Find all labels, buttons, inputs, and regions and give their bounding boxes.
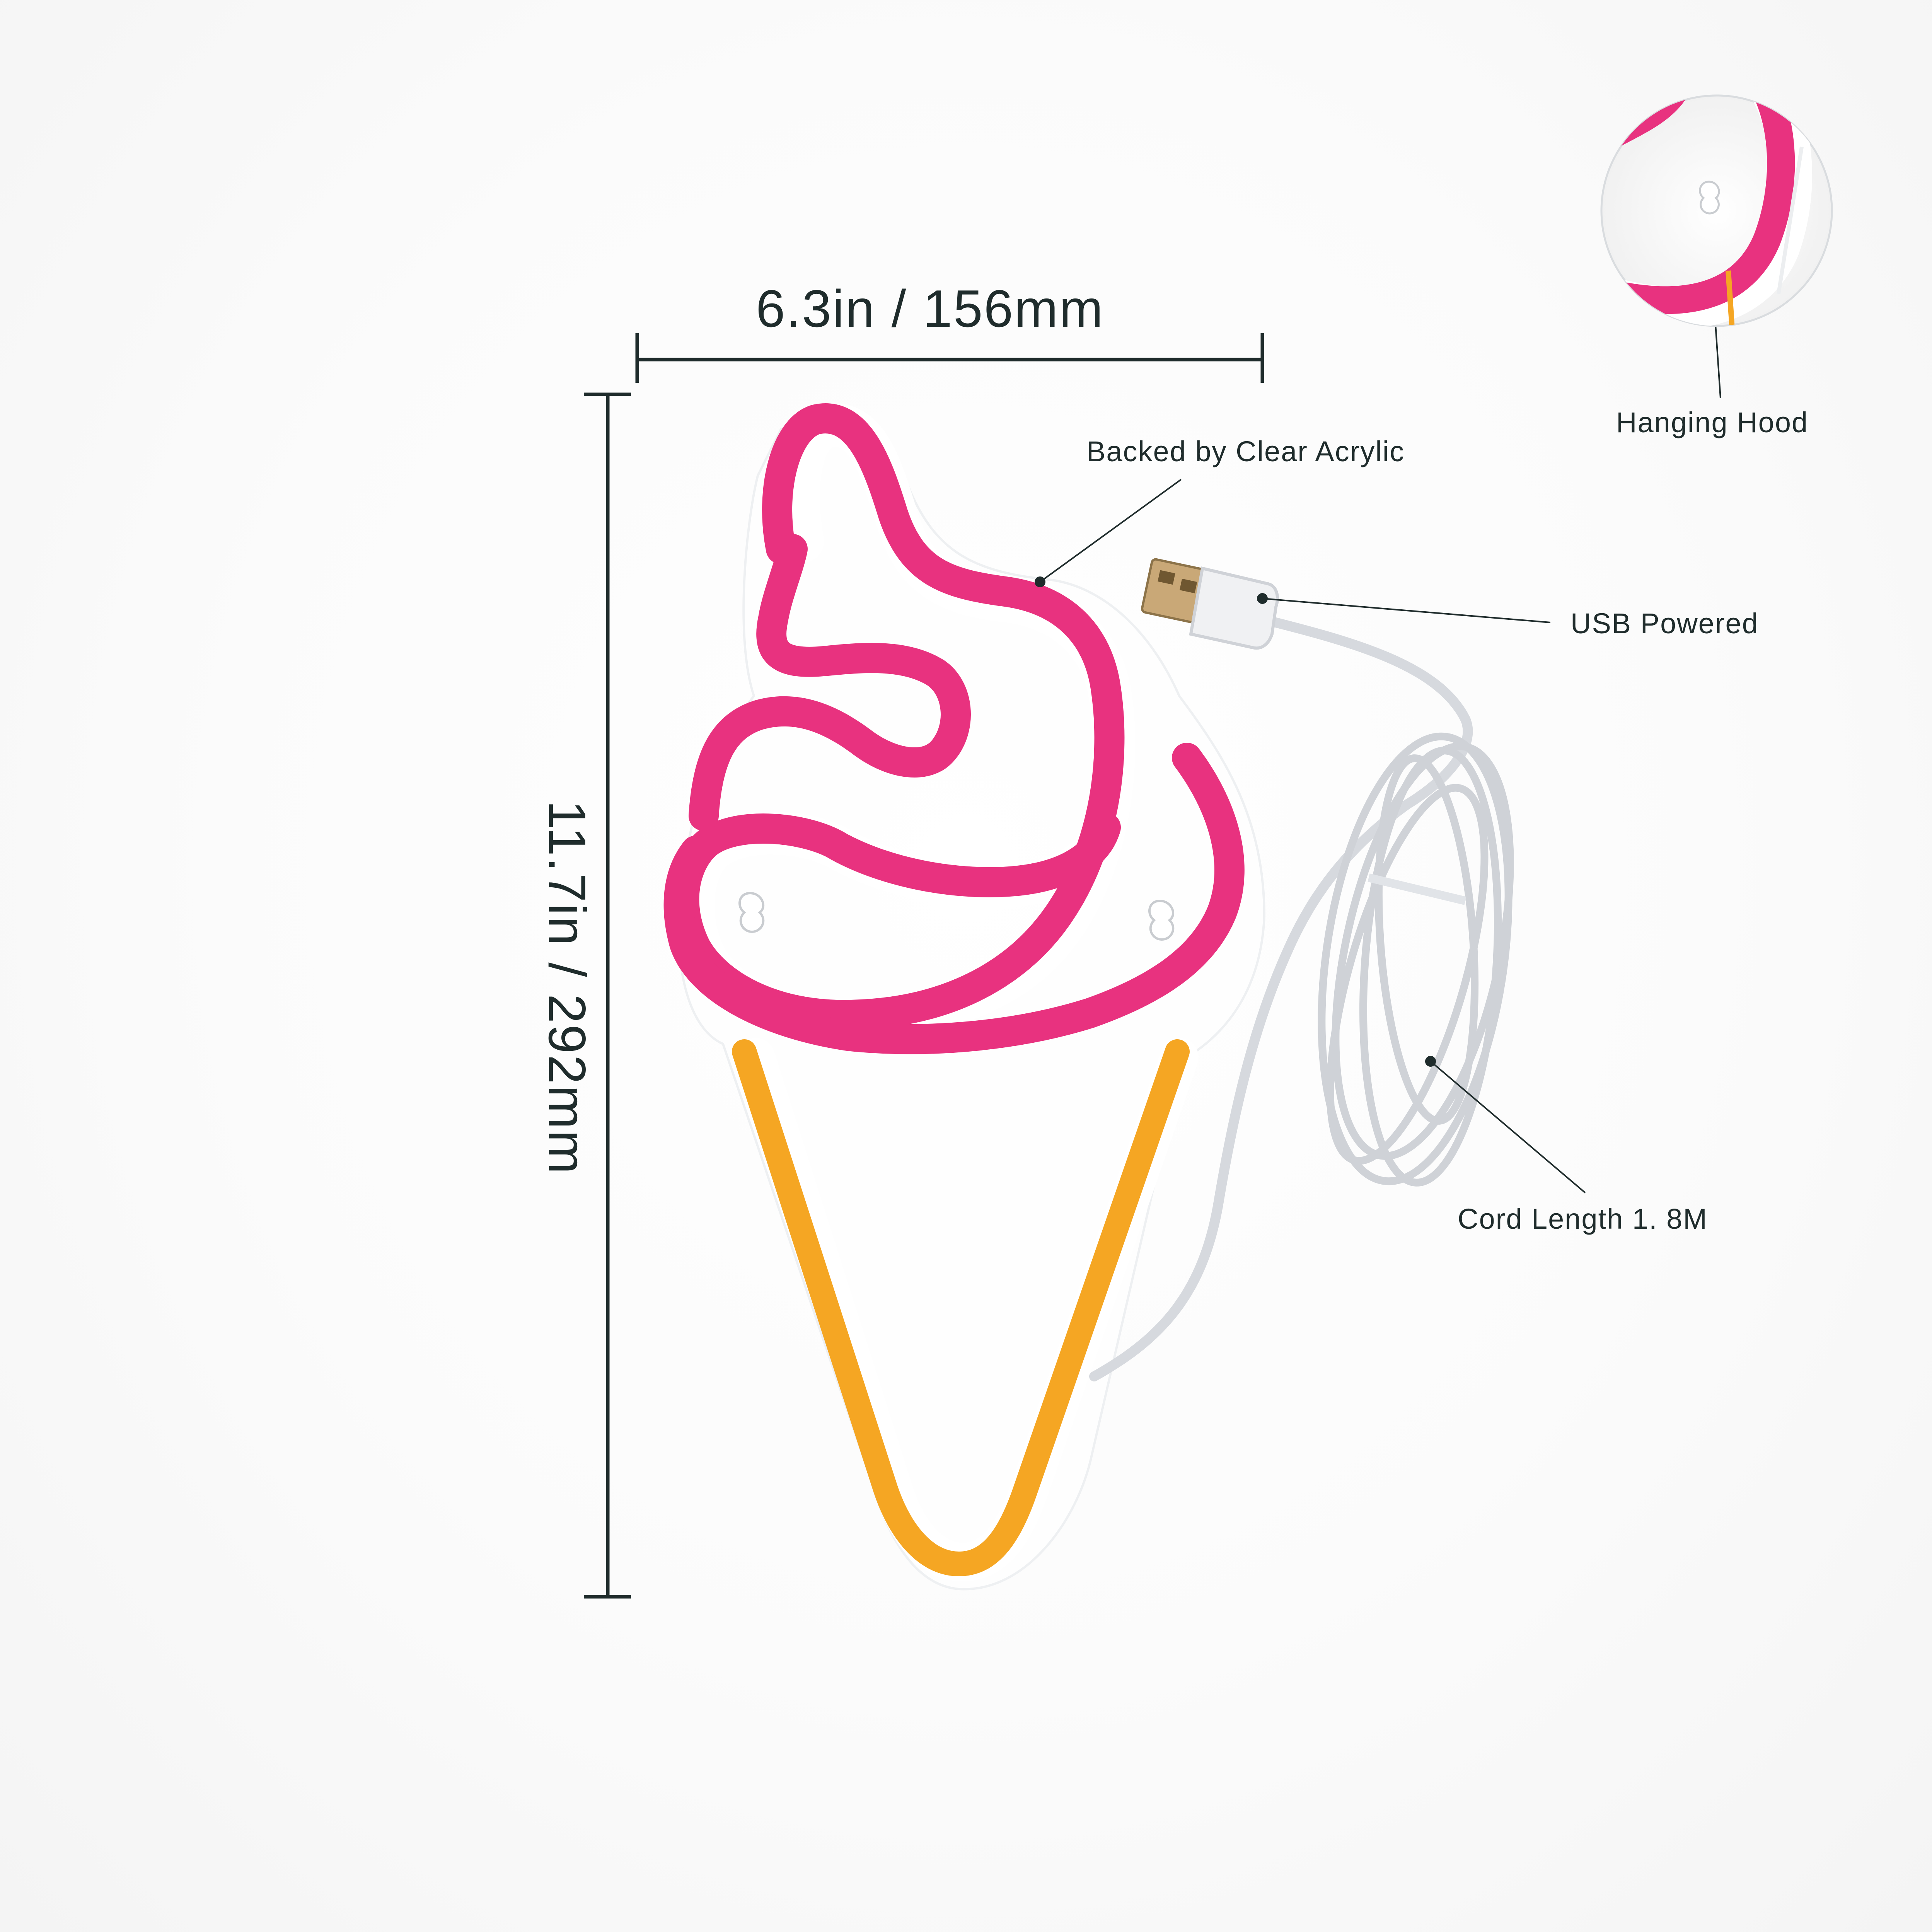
pink-swirl-middle: [689, 534, 971, 831]
usb-powered-label: USB Powered: [1570, 607, 1759, 639]
pink-swirl-lower: [663, 743, 1245, 1054]
pink-swirl-neon: [669, 403, 1125, 1030]
hanging-hood-inset: [1600, 94, 1833, 327]
acrylic-backing-label: Backed by Clear Acrylic: [1086, 435, 1405, 467]
cord-length-label: Cord Length 1. 8M: [1458, 1203, 1708, 1235]
usb-cord: [1089, 614, 1473, 1381]
width-dimension-line: [635, 333, 1264, 383]
height-dimension-line: [584, 392, 631, 1599]
width-dimension-label: 6.3in / 156mm: [756, 279, 1104, 338]
hanging-hole-right: [1148, 899, 1175, 941]
height-dimension-label: 11.7in / 292mm: [538, 800, 597, 1175]
orange-cone-neon: [732, 1039, 1190, 1576]
usb-plug-icon: [1141, 558, 1279, 650]
hanging-hood-label: Hanging Hood: [1616, 406, 1809, 438]
coiled-cord: [1318, 732, 1514, 1187]
callout-leaders: [1035, 223, 1721, 1194]
hanging-hole-left: [738, 892, 765, 933]
